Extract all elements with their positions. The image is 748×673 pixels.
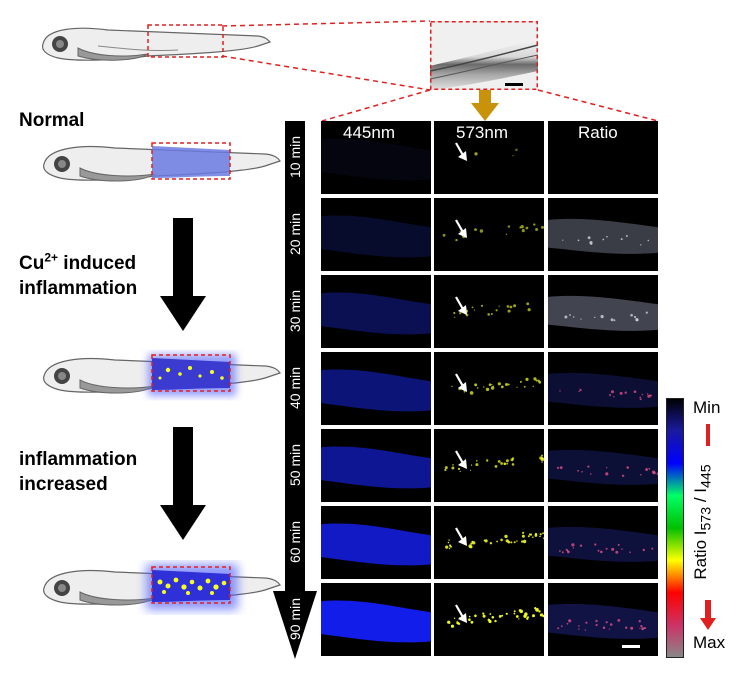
image-panel [434, 429, 544, 502]
white-arrow-icon [455, 527, 467, 546]
colorbar-max-arrow [700, 600, 716, 630]
brightfield-image [430, 21, 538, 90]
column-header: 445nm [343, 123, 395, 142]
time-label: 10 min [287, 135, 303, 178]
zebrafish-normal [40, 136, 285, 191]
column-header: 573nm [456, 123, 508, 142]
white-arrow-icon [455, 373, 467, 392]
image-panel [321, 506, 431, 579]
zoom-lines [0, 0, 748, 130]
black-arrow-1 [158, 218, 208, 333]
label-cu-induced-line1: Cu2+ induced [19, 251, 137, 275]
gold-down-arrow [470, 90, 500, 122]
zebrafish-inflamed [40, 348, 285, 403]
colorbar-axis-label: Ratio I573 / I445 [691, 422, 715, 622]
image-panel [321, 275, 431, 348]
colorbar-axis-text: Ratio I573 / I445 [691, 464, 715, 580]
time-label: 50 min [287, 443, 303, 486]
time-label: 20 min [287, 212, 303, 255]
timeline-arrow [273, 121, 317, 661]
black-arrow-2 [158, 427, 208, 542]
time-label: 30 min [287, 289, 303, 332]
image-panel [434, 506, 544, 579]
label-increased-line1: inflammation [19, 449, 138, 470]
zebrafish-top [38, 18, 273, 68]
colorbar-max-label: Max [693, 633, 726, 652]
image-panel [321, 429, 431, 502]
white-arrow-icon [455, 296, 467, 315]
colorbar [666, 398, 684, 658]
image-panel [548, 352, 658, 425]
zebrafish-increased [40, 560, 285, 615]
image-panel [548, 583, 658, 656]
label-normal: Normal [19, 110, 85, 131]
image-panel: Ratio [548, 121, 658, 194]
white-arrow-icon [455, 450, 467, 469]
image-panel: 445nm [321, 121, 431, 194]
label-increased-line2: increased [19, 474, 108, 495]
image-panel [321, 352, 431, 425]
colorbar-min-label: Min [693, 398, 721, 417]
white-arrow-icon [455, 604, 467, 623]
image-panel [434, 583, 544, 656]
colorbar-gradient [666, 398, 684, 658]
image-panel [434, 275, 544, 348]
image-panel: 573nm [434, 121, 544, 194]
label-cu-induced: Cu2+ induced inflammation [19, 246, 137, 301]
scale-bar [622, 645, 640, 648]
time-label: 40 min [287, 366, 303, 409]
white-arrow-icon [455, 219, 467, 238]
image-panel [548, 429, 658, 502]
label-cu-induced-line2: inflammation [19, 278, 138, 300]
image-panel [321, 583, 431, 656]
image-panel [548, 506, 658, 579]
image-panel [434, 198, 544, 271]
time-label: 60 min [287, 520, 303, 563]
image-panel [434, 352, 544, 425]
image-panel [548, 198, 658, 271]
time-label: 90 min [287, 597, 303, 640]
label-increased: inflammation increased [19, 447, 137, 497]
image-panel [548, 275, 658, 348]
column-header: Ratio [578, 123, 618, 142]
colorbar-min-marker [706, 424, 710, 446]
image-panel [321, 198, 431, 271]
white-arrow-icon [455, 142, 467, 161]
